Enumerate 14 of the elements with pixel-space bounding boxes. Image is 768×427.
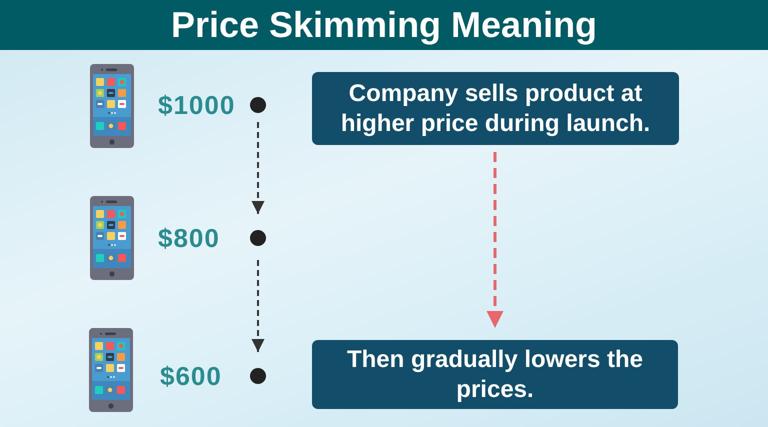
timeline-dot	[250, 230, 266, 246]
dashed-arrow	[486, 152, 504, 328]
info-panel	[312, 340, 678, 409]
title: Price Skimming Meaning	[170, 6, 598, 44]
dashed-arrow	[252, 122, 264, 214]
description-text: Then gradually lowers the prices.	[346, 345, 644, 404]
price-label: $600	[160, 362, 222, 390]
timeline-dot	[250, 368, 266, 384]
dashed-arrow	[252, 260, 264, 352]
description-text: Company sells product at higher price during launch.	[340, 79, 652, 138]
price-label: $800	[158, 224, 220, 252]
timeline-dot	[250, 97, 266, 113]
price-label: $1000	[158, 91, 236, 119]
info-panel	[312, 72, 679, 145]
